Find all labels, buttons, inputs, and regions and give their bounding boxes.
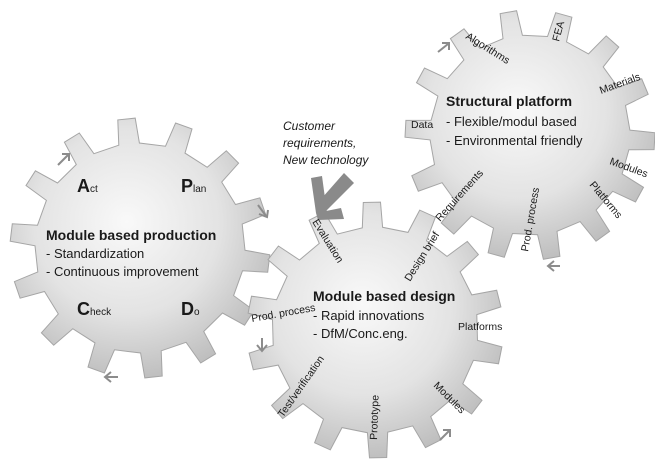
tooth-label-platforms-design: Platforms	[458, 321, 502, 333]
rotation-arrow-icon	[57, 153, 70, 166]
structural-bullet-1: - Flexible/modul based	[446, 114, 577, 129]
design-bullet-1: - Rapid innovations	[313, 308, 425, 323]
pdca-act: Act	[77, 176, 98, 196]
tooth-label-data: Data	[411, 119, 433, 131]
rotation-arrow-icon	[546, 260, 560, 272]
pdca-check: Check	[77, 299, 112, 319]
rotation-arrow-icon	[437, 42, 450, 53]
input-line-3: New technology	[283, 153, 369, 167]
design-gear	[247, 201, 503, 459]
input-line-1: Customer	[283, 119, 336, 133]
rotation-arrow-icon	[256, 338, 268, 353]
rotation-arrow-icon	[257, 204, 269, 219]
structural-bullet-2: - Environmental friendly	[446, 133, 583, 148]
thick-down-left-arrow-icon	[311, 173, 354, 220]
design-bullet-2: - DfM/Conc.eng.	[313, 326, 408, 341]
svg-text:Act: Act	[77, 176, 98, 196]
production-title: Module based production	[46, 227, 216, 243]
production-bullet-2: - Continuous improvement	[46, 264, 199, 279]
production-gear	[9, 117, 271, 379]
input-line-2: requirements,	[283, 136, 356, 150]
tooth-label-prototype: Prototype	[368, 395, 382, 440]
pdca-plan: Plan	[181, 176, 206, 196]
pdca-do: Do	[181, 299, 200, 319]
svg-text:Plan: Plan	[181, 176, 206, 196]
rotation-arrow-icon	[103, 371, 118, 383]
production-bullet-1: - Standardization	[46, 246, 144, 261]
rotation-arrow-icon	[439, 429, 451, 441]
svg-text:Do: Do	[181, 299, 200, 319]
structural-gear	[404, 10, 655, 260]
svg-text:Check: Check	[77, 299, 112, 319]
structural-title: Structural platform	[446, 93, 572, 109]
tooth-label-fea: FEA	[550, 20, 567, 43]
design-title: Module based design	[313, 288, 455, 304]
